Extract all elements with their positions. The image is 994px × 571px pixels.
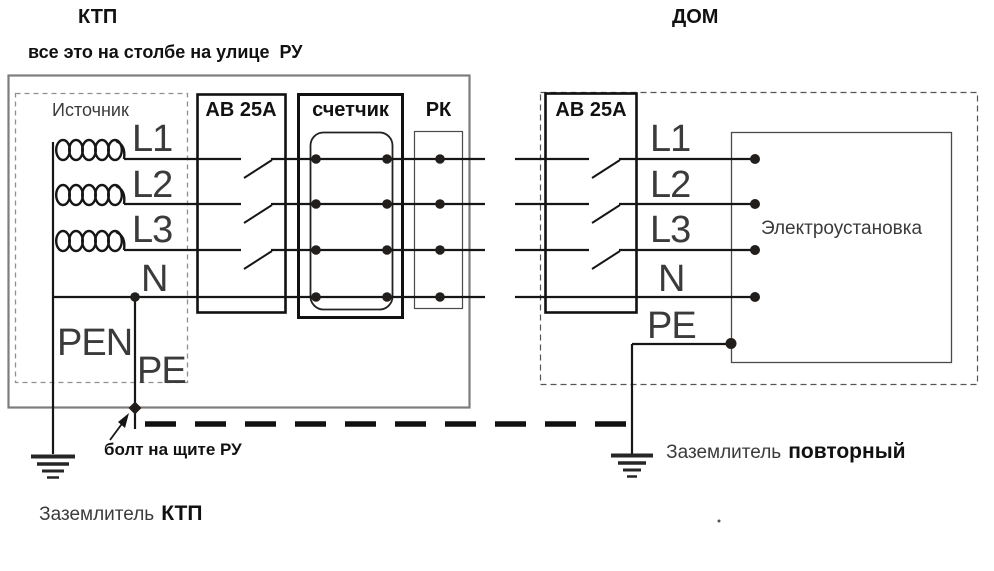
- ground-ktp-prefix: Заземлитель: [39, 504, 155, 525]
- wire-l1-left: [124, 157, 485, 179]
- stray-mark: [717, 519, 721, 523]
- installation-label: Электроустановка: [760, 218, 923, 239]
- label-l3-right: L3: [650, 209, 691, 251]
- ground-ktp-label: Заземлитель КТП: [18, 484, 202, 543]
- installation-terminal-n: [750, 292, 760, 302]
- ground-repeat-emphasis: повторный: [788, 440, 906, 463]
- breaker-left-blade-l2: [243, 204, 273, 224]
- label-l1-left: L1: [132, 118, 173, 160]
- breaker-right-label: АВ 25А: [555, 99, 627, 121]
- wire-l2-left: [124, 202, 485, 224]
- installation-terminal-l1: [750, 154, 760, 164]
- coil-l1-icon: [55, 138, 126, 162]
- label-pe-right: PE: [647, 305, 697, 347]
- breaker-right-blade-l1: [591, 159, 621, 179]
- label-pe-left: PE: [137, 350, 187, 392]
- rk-box: [413, 130, 464, 310]
- meter-label: счетчик: [312, 99, 389, 121]
- junction-dots: [128, 154, 760, 415]
- label-l1-right: L1: [650, 118, 691, 160]
- coil-l2-icon: [55, 183, 126, 207]
- installation-terminal-pe: [725, 338, 737, 349]
- installation-box: [730, 131, 953, 364]
- bolt-note: болт на щите РУ: [104, 440, 242, 459]
- label-l3-left: L3: [132, 209, 173, 251]
- pole-note: все это на столбе на улице РУ: [28, 42, 303, 62]
- wires: [51, 142, 755, 454]
- breaker-left-blade-l3: [243, 250, 273, 270]
- bolt-arrow-icon: [109, 413, 129, 441]
- breaker-left-label: АВ 25А: [205, 99, 277, 121]
- label-l2-right: L2: [650, 164, 691, 206]
- bolt-junction-diamond: [128, 401, 142, 415]
- source-box: [14, 92, 189, 384]
- label-l2-left: L2: [132, 164, 173, 206]
- wire-l1-right: [515, 157, 755, 179]
- n-pe-junction-dot: [130, 292, 140, 302]
- source-coils: [55, 138, 126, 253]
- label-n-right: N: [658, 258, 685, 300]
- dom-box: [539, 91, 979, 386]
- dom-title: ДОМ: [672, 6, 719, 28]
- source-label: Источник: [52, 100, 129, 120]
- rk-label: РК: [425, 99, 452, 121]
- breaker-right-blade-l2: [591, 204, 621, 224]
- wire-l3-right: [515, 248, 755, 270]
- ground-repeat-icon: [611, 453, 653, 478]
- breaker-right-blade-l3: [591, 250, 621, 270]
- ground-repeat-prefix: Заземлитель: [666, 442, 782, 463]
- coil-l3-icon: [55, 229, 126, 253]
- installation-terminal-l3: [750, 245, 760, 255]
- breaker-left-blade-l1: [243, 159, 273, 179]
- wire-l3-left: [124, 248, 485, 270]
- label-pen: PEN: [57, 322, 133, 364]
- ground-ktp-icon: [31, 454, 75, 479]
- installation-terminal-l2: [750, 199, 760, 209]
- ru-panel-box: [7, 74, 471, 409]
- enclosure-boxes: [7, 74, 979, 409]
- wire-l2-right: [515, 202, 755, 224]
- meter-inner-box: [309, 131, 394, 311]
- ground-ktp-emphasis: КТП: [161, 502, 203, 525]
- label-n-left: N: [141, 258, 168, 300]
- ktp-title: КТП: [78, 6, 118, 28]
- ground-repeat-label: Заземлитель повторный: [645, 422, 906, 481]
